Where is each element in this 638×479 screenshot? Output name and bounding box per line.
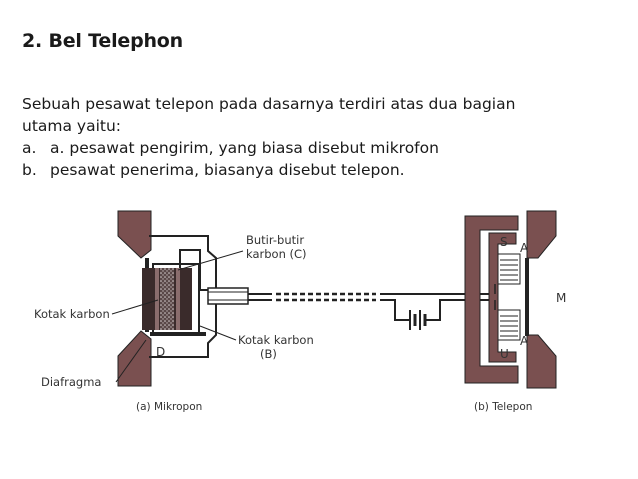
- microphone: [117, 210, 249, 387]
- label-s: S: [500, 235, 508, 249]
- coil-bottom: [500, 315, 518, 337]
- leader-kotak-left: [111, 299, 159, 315]
- label-butir-line2: karbon (C): [246, 247, 307, 261]
- label-a-bottom: A: [520, 334, 529, 348]
- label-a-top: A: [520, 241, 529, 255]
- mouthpiece-bottom: [117, 330, 152, 387]
- caption-telepon: (b) Telepon: [474, 401, 532, 413]
- receiver: [464, 210, 557, 389]
- leader-diafragma: [115, 339, 147, 383]
- intro-line-1: Sebuah pesawat telepon pada dasarnya ter…: [22, 95, 516, 113]
- pole-top: [497, 253, 521, 285]
- list-item-text: pesawat penerima, biasanya disebut telep…: [50, 161, 405, 179]
- page-title: 2. Bel Telephon: [22, 30, 183, 52]
- label-kotak-karbon-b: (B): [260, 347, 277, 361]
- pole-bottom: [497, 309, 521, 341]
- coil-top: [500, 259, 518, 281]
- list-marker: b.: [22, 161, 37, 179]
- leader-butir: [177, 250, 244, 271]
- receiver-frame: [464, 215, 519, 384]
- mic-base: [150, 332, 206, 336]
- label-diafragma: Diafragma: [41, 375, 101, 389]
- intro-line-2: utama yaitu:: [22, 117, 122, 135]
- connection-wires: [248, 292, 495, 330]
- label-kotak-karbon-left: Kotak karbon: [34, 307, 110, 321]
- horseshoe-magnet: [488, 232, 517, 363]
- earpiece-bottom: [526, 334, 557, 389]
- leader-kotak-right: [199, 325, 237, 341]
- receiver-diaphragm: [525, 258, 529, 336]
- carbon-box-edge-right: [176, 268, 180, 330]
- mic-connector: [207, 287, 249, 305]
- description: Sebuah pesawat telepon pada dasarnya ter…: [22, 93, 622, 181]
- list-item-text: a. pesawat pengirim, yang biasa disebut …: [50, 139, 439, 157]
- list-item: a. a. pesawat pengirim, yang biasa diseb…: [22, 137, 622, 159]
- mic-lead: [179, 249, 212, 291]
- carbon-granules: [160, 268, 174, 330]
- carbon-box-edge-left: [155, 268, 159, 330]
- label-u: U: [500, 347, 509, 361]
- telephone-diagram: Butir-butir karbon (C) Kotak karbon Kota…: [34, 210, 566, 413]
- label-d: D: [156, 345, 165, 359]
- label-kotak-karbon-right: Kotak karbon: [238, 333, 314, 347]
- label-m: M: [556, 291, 566, 305]
- list-marker: a.: [22, 139, 37, 157]
- earpiece-top: [526, 210, 557, 259]
- label-butir-line1: Butir-butir: [246, 233, 304, 247]
- list-item: b. pesawat penerima, biasanya disebut te…: [22, 159, 622, 181]
- mouthpiece-top: [117, 210, 152, 259]
- caption-mikropon: (a) Mikropon: [136, 401, 202, 413]
